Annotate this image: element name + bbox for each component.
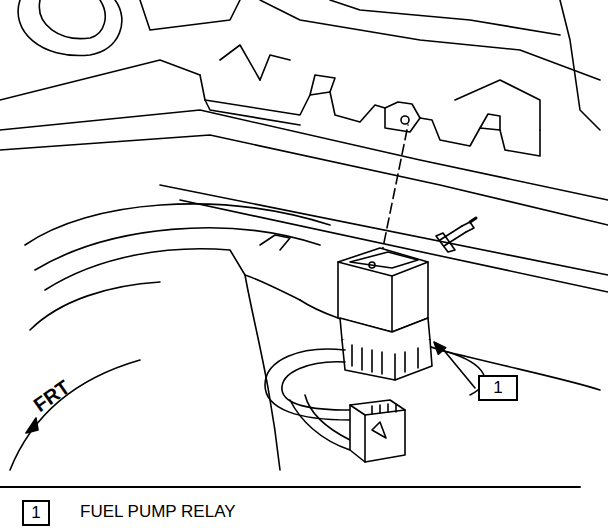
part-name: FUEL PUMP RELAY [80, 502, 236, 522]
callout-number: 1 [31, 503, 40, 523]
legend-callout-box: 1 [22, 500, 50, 526]
callout-box: 1 [478, 375, 518, 401]
front-direction-label: FRT [29, 376, 74, 417]
leader-arrowhead [434, 342, 446, 354]
callout-number: 1 [493, 378, 502, 398]
leader-line [442, 348, 475, 388]
